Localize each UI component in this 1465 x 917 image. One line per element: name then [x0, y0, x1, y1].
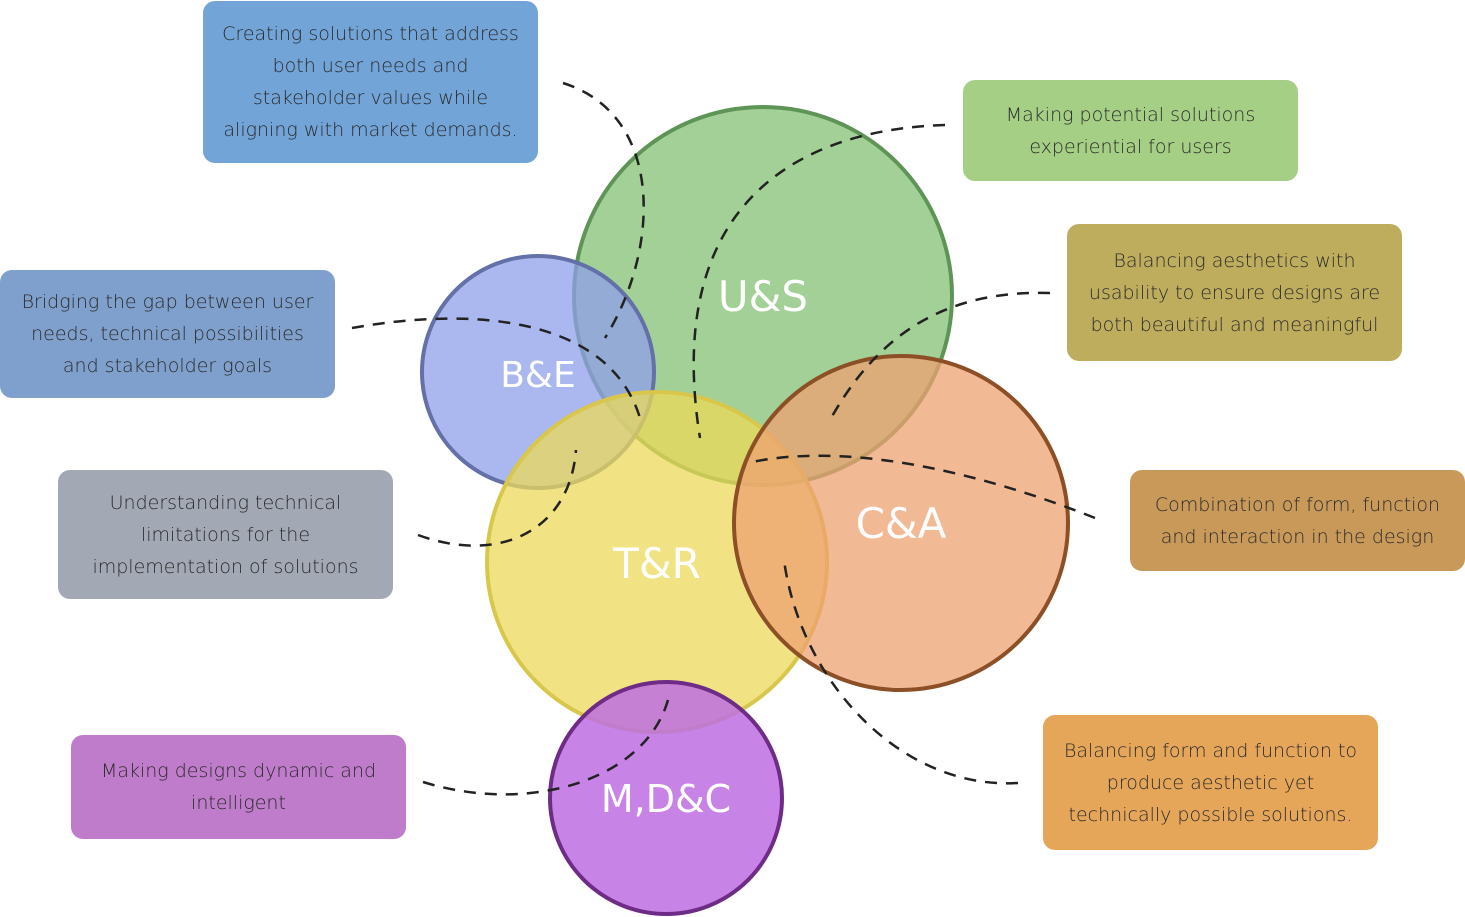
circle-ca	[732, 354, 1070, 692]
description-technical-limitations: Understanding technical limitations for …	[58, 470, 393, 599]
connector-form-function	[751, 454, 1096, 520]
circle-mdc	[548, 680, 784, 916]
connector-technical	[417, 449, 578, 547]
connector-lines	[351, 81, 1096, 796]
label-be: B&E	[500, 355, 576, 396]
connector-prototype	[692, 123, 946, 439]
connector-bridging	[351, 317, 642, 419]
description-business-economics: Creating solutions that address both use…	[203, 1, 538, 163]
label-us: U&S	[718, 272, 808, 321]
description-user-experience: Making potential solutions experiential …	[963, 80, 1298, 181]
description-aesthetics-usability: Balancing aesthetics with usability to e…	[1067, 224, 1402, 361]
label-mdc: M,D&C	[601, 777, 731, 821]
description-dynamic-intelligent: Making designs dynamic and intelligent	[71, 735, 406, 839]
description-aesthetic-technical: Balancing form and function to produce a…	[1043, 715, 1378, 850]
connector-business	[562, 81, 645, 339]
label-ca: C&A	[856, 499, 947, 548]
description-form-function-interaction: Combination of form, function and intera…	[1130, 470, 1465, 571]
connector-aesthetic-technical	[782, 559, 1019, 785]
description-bridging: Bridging the gap between user needs, tec…	[0, 270, 335, 398]
connector-aesthetic-usability	[828, 291, 1051, 421]
label-tr: T&R	[612, 539, 701, 588]
connector-dynamic	[422, 699, 670, 796]
